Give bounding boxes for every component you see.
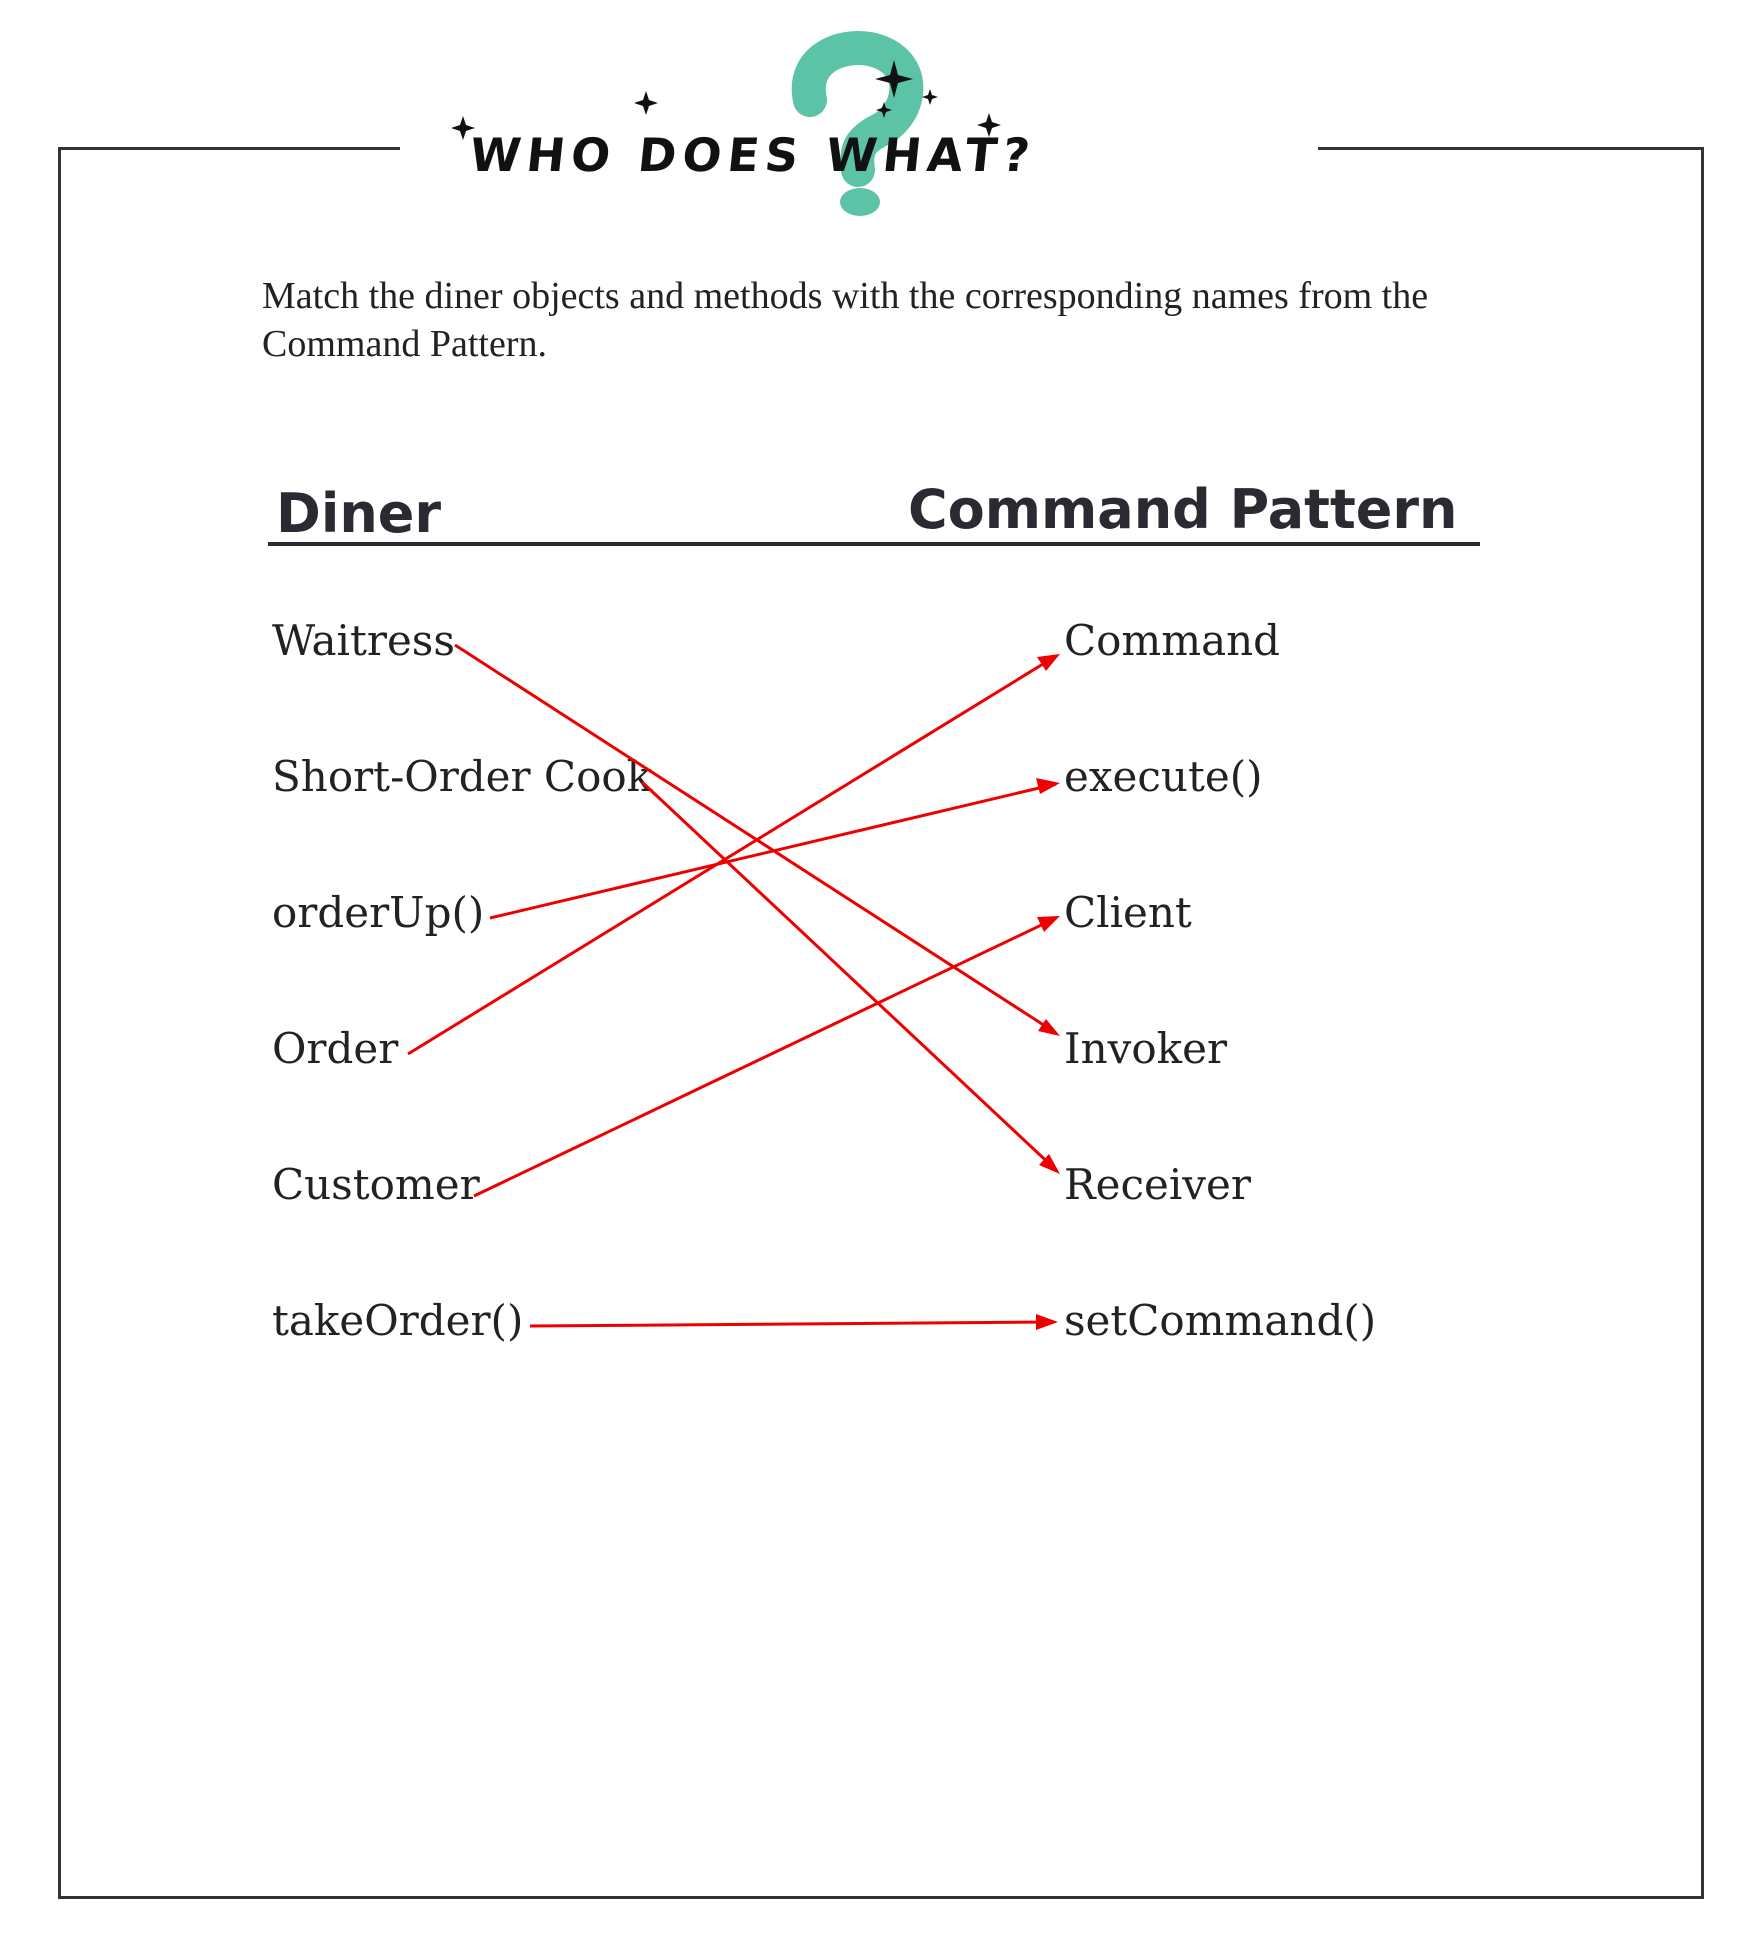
pattern-item-execute: execute() — [1064, 752, 1263, 801]
title-graphic — [451, 31, 1001, 216]
diner-item-short-order-cook: Short-Order Cook — [272, 752, 653, 801]
diner-header: Diner — [276, 482, 442, 545]
pattern-item-command: Command — [1064, 616, 1281, 665]
pattern-item-setcommand: setCommand() — [1064, 1296, 1377, 1345]
command-pattern-header: Command Pattern — [908, 478, 1458, 541]
diner-item-order: Order — [272, 1024, 399, 1073]
worksheet-frame — [58, 147, 1704, 1899]
sparkle-icon — [451, 60, 1001, 140]
pattern-item-receiver: Receiver — [1064, 1160, 1251, 1209]
pattern-item-client: Client — [1064, 888, 1192, 937]
instructions-text: Match the diner objects and methods with… — [262, 275, 1429, 365]
pattern-item-invoker: Invoker — [1064, 1024, 1228, 1073]
question-mark-icon — [791, 31, 924, 216]
diner-item-waitress: Waitress — [272, 616, 455, 665]
diner-item-orderup: orderUp() — [272, 888, 485, 937]
page-title: WHO DOES WHAT? — [467, 128, 1039, 182]
diner-item-takeorder: takeOrder() — [272, 1296, 524, 1345]
header-rule — [268, 542, 1480, 546]
diner-item-customer: Customer — [272, 1160, 480, 1209]
